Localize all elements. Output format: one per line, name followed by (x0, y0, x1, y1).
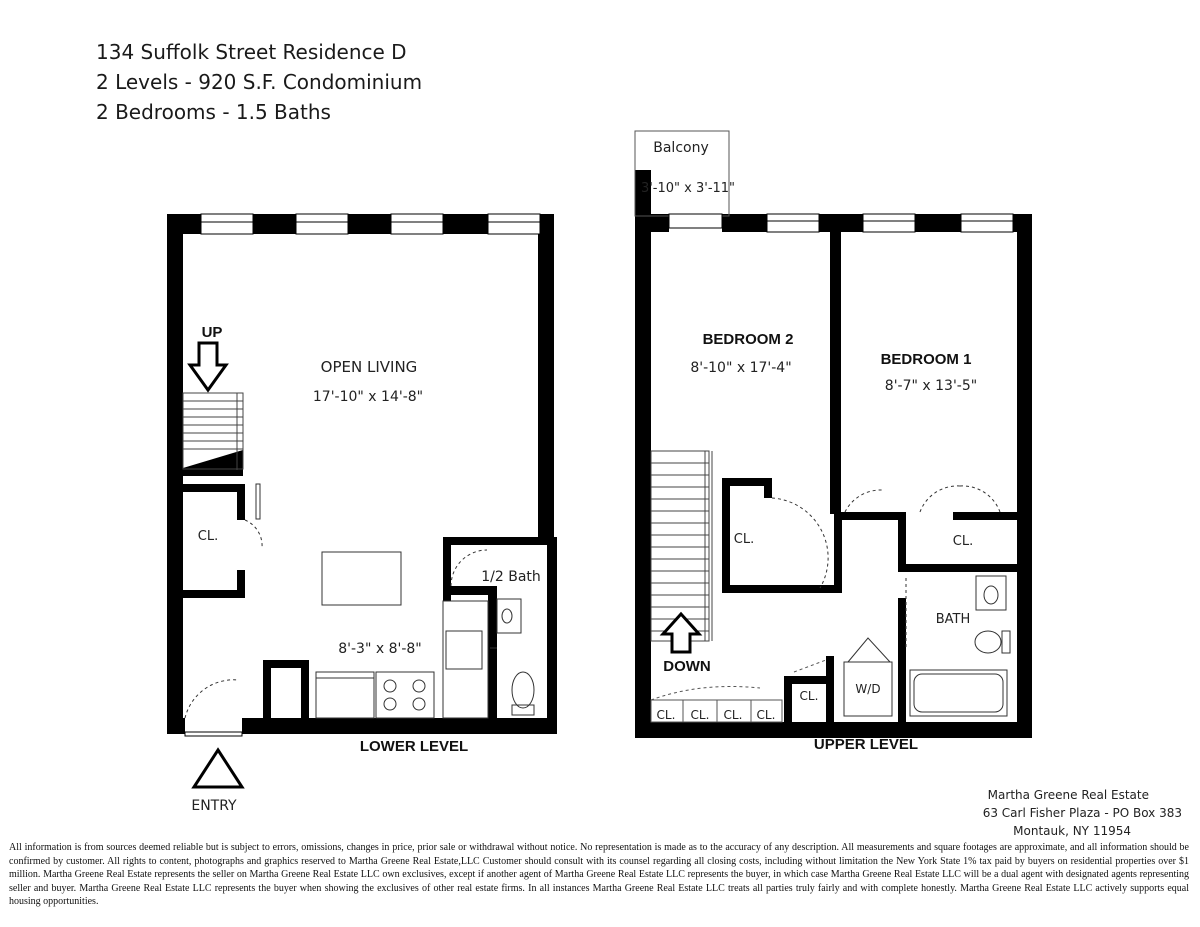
agent-address: 63 Carl Fisher Plaza - PO Box 383 (982, 806, 1182, 820)
bedroom2-name: BEDROOM 2 (703, 331, 794, 348)
small-closet-label: CL. (800, 689, 819, 703)
bath-label: BATH (936, 612, 971, 627)
up-arrow-icon (187, 341, 229, 393)
header-bedrooms: 2 Bedrooms - 1.5 Baths (96, 100, 331, 124)
header-title: 134 Suffolk Street Residence D (96, 40, 407, 64)
lower-level-walls (167, 214, 557, 734)
kitchen-fixtures (255, 483, 497, 719)
disclaimer: All information is from sources deemed r… (9, 842, 1189, 908)
up-label: UP (202, 324, 223, 341)
upper-level-walls (635, 170, 1032, 738)
agent-name: Martha Greene Real Estate (987, 788, 1149, 802)
open-living-dim: 17'-10" x 14'-8" (313, 389, 423, 405)
upper-level-title: UPPER LEVEL (814, 736, 918, 753)
bedroom1-closet-label: CL. (953, 534, 973, 549)
lower-windows (200, 213, 541, 235)
open-living-name: OPEN LIVING (321, 358, 418, 376)
wd-label: W/D (855, 682, 880, 696)
agent-info: Martha Greene Real Estate 63 Carl Fisher… (983, 786, 1182, 840)
half-bath-fixtures (184, 519, 535, 719)
hall-closet-label: CL. (657, 708, 676, 722)
kitchen-dim: 8'-3" x 8'-8" (338, 641, 422, 657)
hall-closet-label: CL. (691, 708, 710, 722)
hall-closets (650, 659, 827, 723)
bedroom1-name: BEDROOM 1 (881, 351, 972, 368)
bedroom1-dim: 8'-7" x 13'-5" (885, 378, 977, 394)
lower-stairs (182, 392, 244, 470)
hall-closet-label: CL. (724, 708, 743, 722)
down-arrow-icon (659, 611, 703, 654)
lower-level-title: LOWER LEVEL (360, 738, 468, 755)
entry-label: ENTRY (191, 798, 237, 814)
half-bath-label: 1/2 Bath (481, 569, 541, 585)
bath-fixtures (771, 485, 1011, 717)
agent-city: Montauk, NY 11954 (1013, 824, 1131, 838)
lower-closet-label: CL. (198, 529, 218, 544)
hall-closet-label: CL. (757, 708, 776, 722)
balcony-dim: 3'-10" x 3'-11" (641, 181, 735, 196)
entry-door (184, 731, 243, 737)
header-levels: 2 Levels - 920 S.F. Condominium (96, 70, 423, 94)
bedroom2-dim: 8'-10" x 17'-4" (690, 360, 791, 376)
balcony-name: Balcony (653, 140, 709, 156)
balcony-door (668, 213, 723, 229)
entry-triangle-icon (191, 747, 245, 789)
down-label: DOWN (663, 658, 711, 675)
bedroom2-closet-label: CL. (734, 532, 754, 547)
upper-windows (766, 213, 1014, 233)
